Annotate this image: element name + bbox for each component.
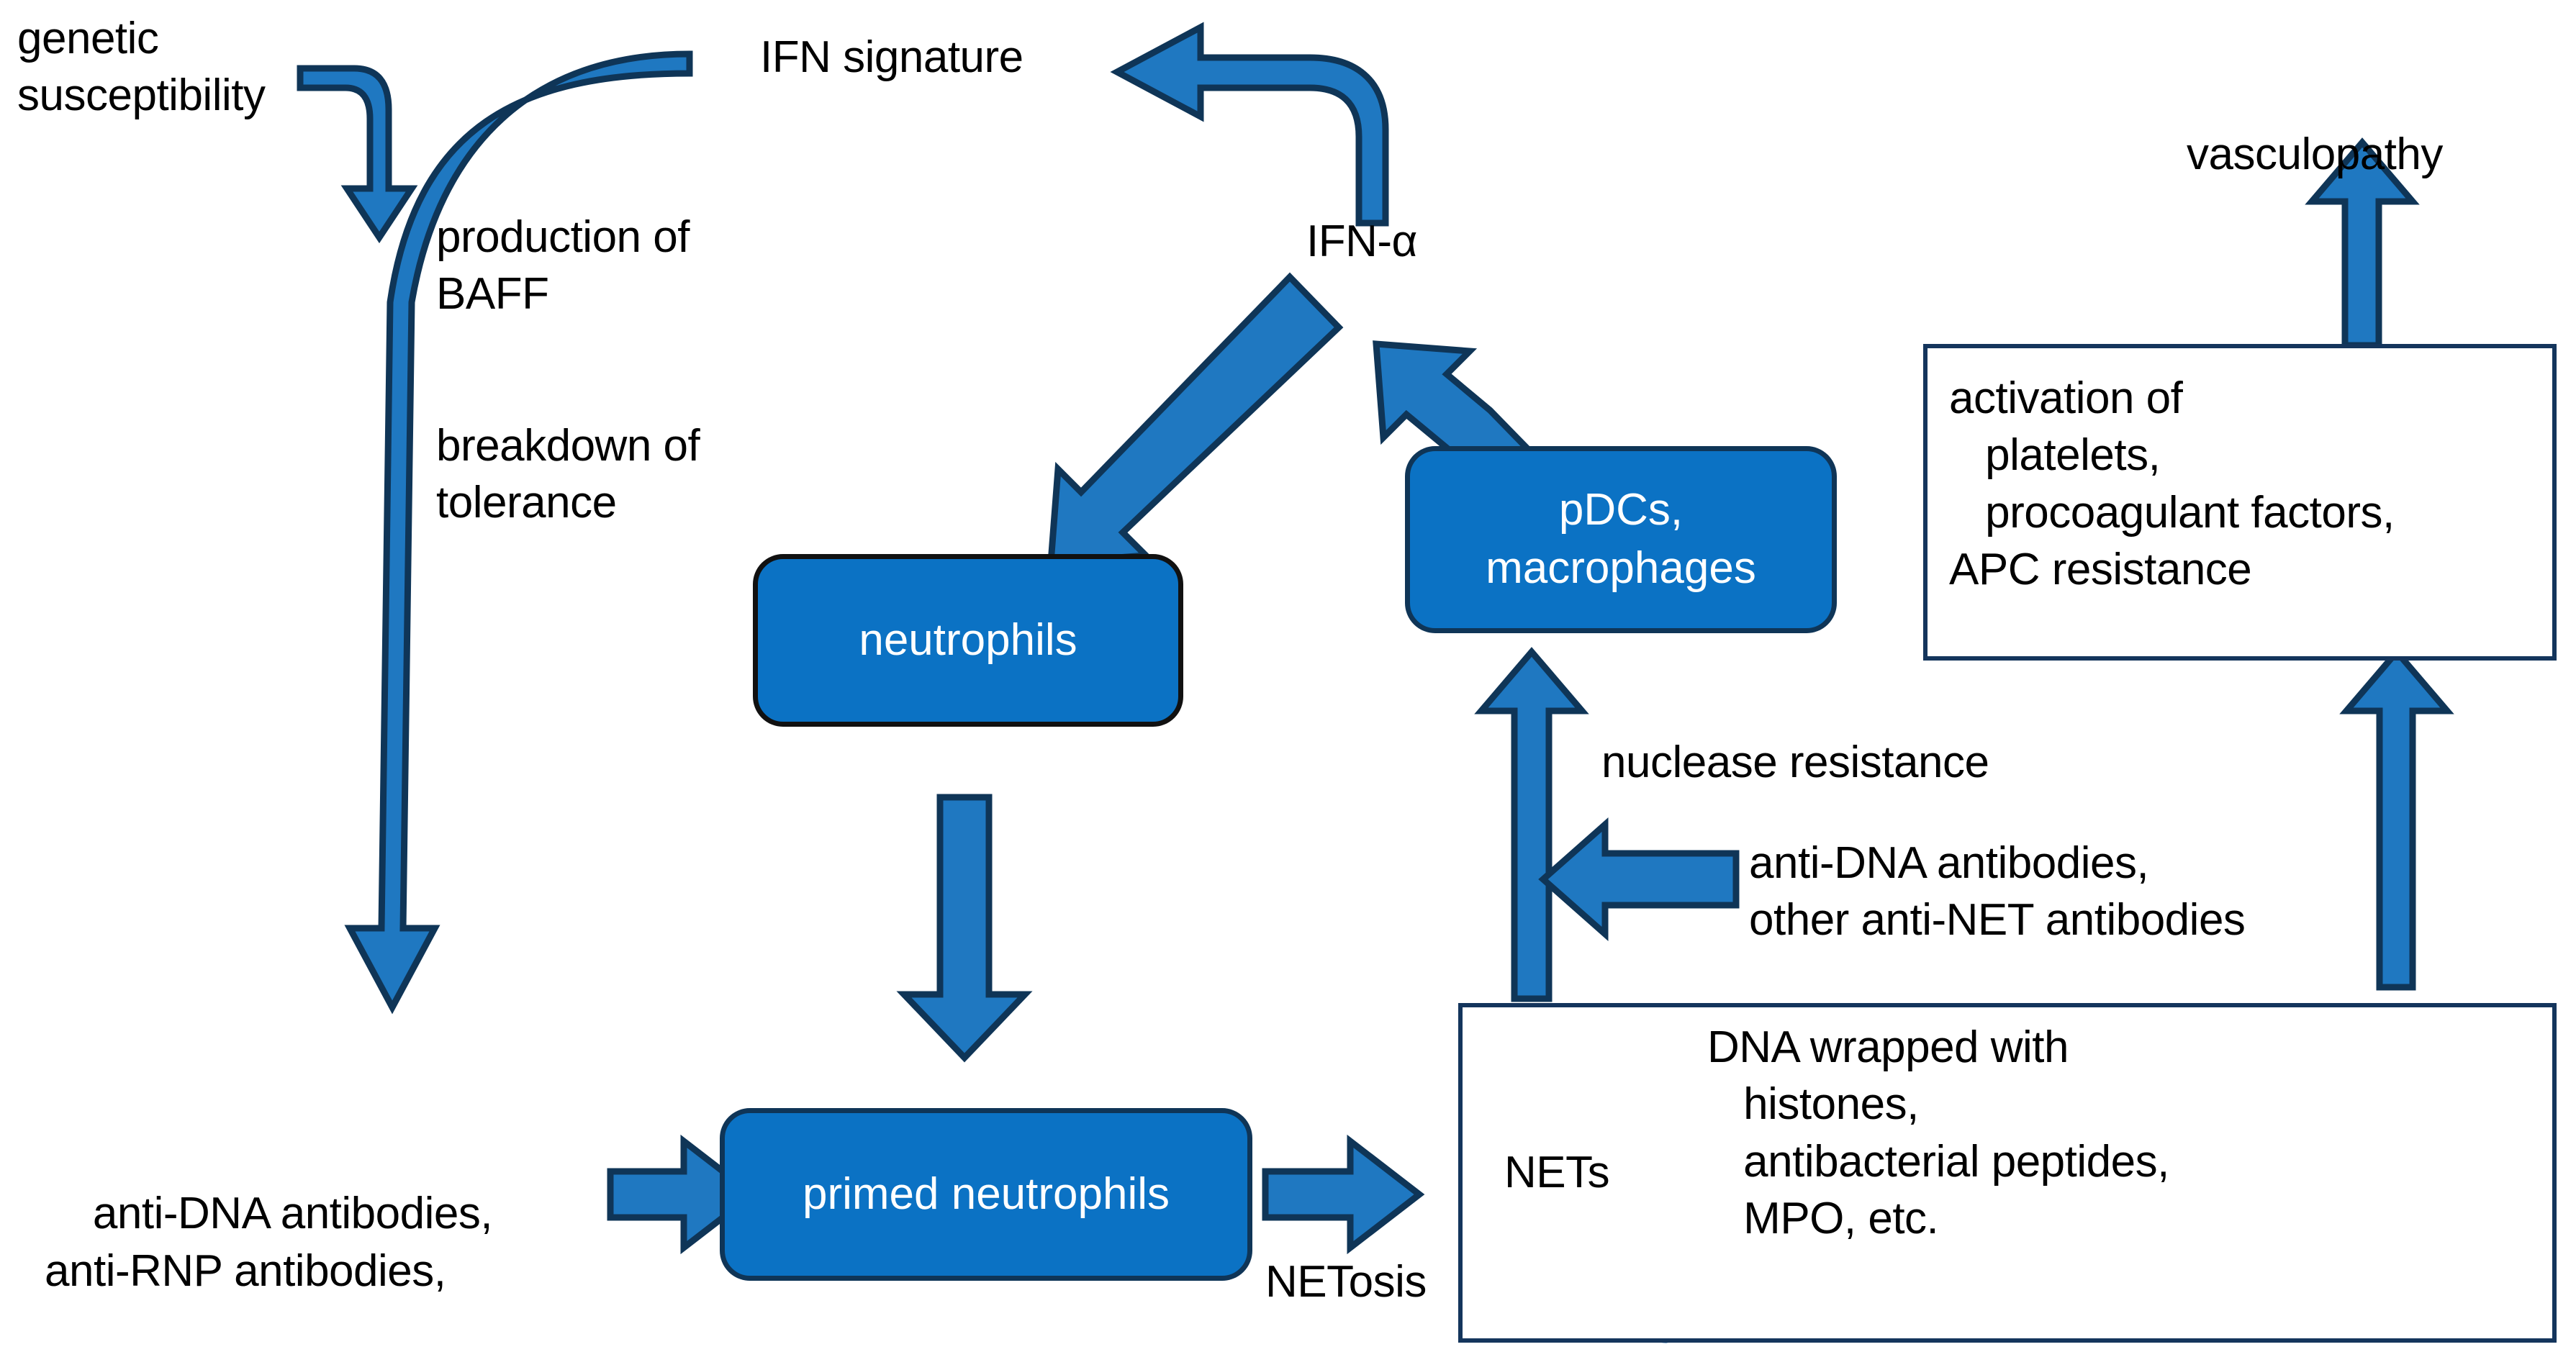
label-genetic-susceptibility: genetic susceptibility — [17, 14, 266, 121]
label-activation-of-platelets: activation of platelets, procoagulant fa… — [1949, 373, 2395, 595]
label-production-of-baff: production of BAFF — [436, 212, 690, 319]
arrow-nets-to-pdcs — [1474, 647, 1589, 1002]
label-breakdown-of-tolerance: breakdown of tolerance — [436, 421, 700, 528]
label-ifn-signature: IFN signature — [760, 32, 1023, 82]
box-nets[interactable]: NETs DNA wrapped with histones, antibact… — [1458, 1003, 2557, 1343]
label-vasculopathy: vasculopathy — [2187, 130, 2443, 179]
arrow-neutrophils-to-primed — [896, 794, 1033, 1063]
label-nets: NETs — [1504, 1148, 1610, 1197]
label-autoantibodies: anti-DNA antibodies, anti-RNP antibodies… — [45, 1128, 522, 1352]
node-pdcs-macrophages[interactable]: pDCs, macrophages — [1405, 446, 1837, 633]
arrow-antinet-to-nets-axis — [1538, 817, 1740, 941]
box-activation-of-platelets[interactable]: activation of platelets, procoagulant fa… — [1923, 344, 2557, 661]
node-primed-neutrophils[interactable]: primed neutrophils — [720, 1108, 1252, 1281]
arrow-ifnalpha-to-neutrophils — [1047, 272, 1344, 566]
arrow-primed-to-nets — [1262, 1134, 1425, 1255]
arrow-nets-to-activation — [2339, 647, 2454, 991]
node-neutrophils[interactable]: neutrophils — [753, 554, 1183, 727]
label-ifn-alpha: IFN-α — [1306, 217, 1417, 266]
label-anti-net-antibodies: anti-DNA antibodies, other anti-NET anti… — [1749, 838, 2246, 945]
arrow-ifnalpha-to-ifnsignature — [1110, 22, 1389, 227]
arrow-genetic-hook — [297, 65, 418, 244]
label-nets-contents: DNA wrapped with histones, antibacterial… — [1707, 1022, 2169, 1244]
label-nuclease-resistance: nuclease resistance — [1601, 738, 1989, 787]
label-netosis: NETosis — [1265, 1257, 1427, 1307]
autoantibodies-lines-1-2: anti-DNA antibodies, anti-RNP antibodies… — [45, 1189, 493, 1296]
